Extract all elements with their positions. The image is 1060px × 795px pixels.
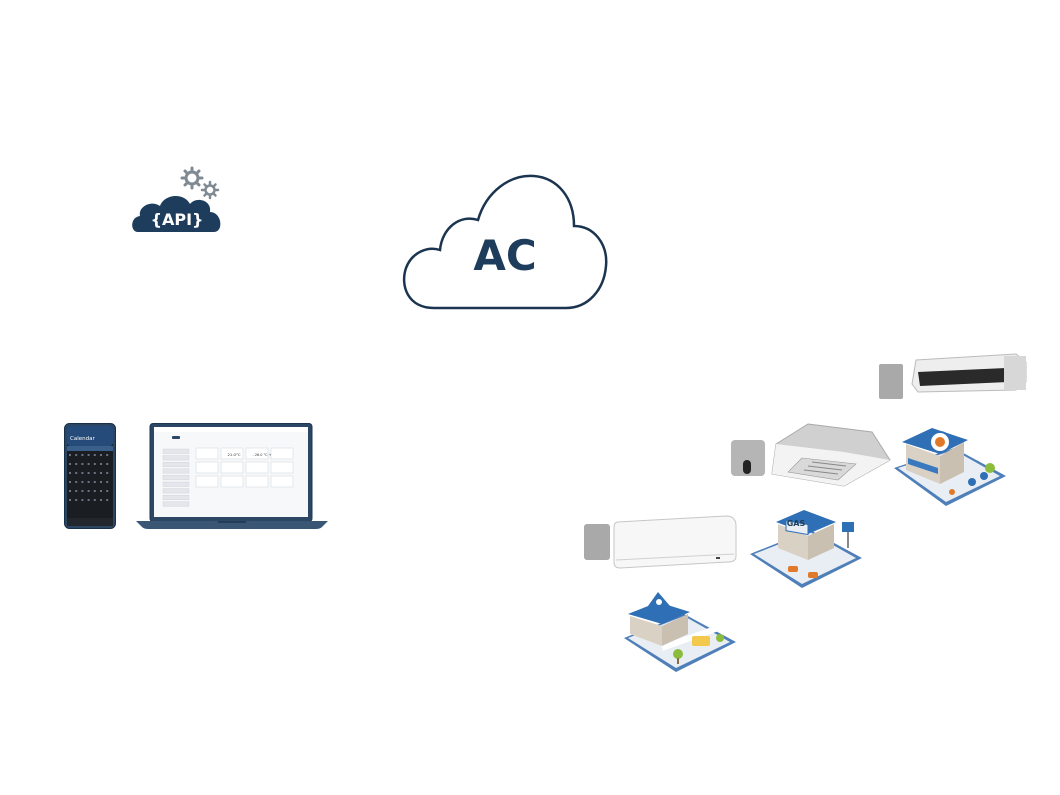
- calendar-day-dot: [93, 472, 96, 474]
- calendar-day-dot: [93, 463, 96, 465]
- cafe-building-icon: [894, 428, 1006, 506]
- ducted-unit-group: [876, 352, 1028, 402]
- cassette-unit-icon: [771, 423, 891, 487]
- calendar-day-dot: [81, 481, 84, 483]
- calendar-day-dot: [69, 499, 71, 501]
- dashboard-card: [245, 475, 269, 488]
- school-building: [622, 588, 738, 674]
- laptop: 21.0°C - 26.0 °C +: [136, 423, 328, 529]
- calendar-day-dot: [100, 463, 102, 465]
- api-badge: {API}: [128, 162, 228, 237]
- calendar-day-dot: [87, 454, 90, 456]
- gas-station-icon: GAS: [750, 510, 862, 588]
- sidebar-row: [162, 462, 190, 467]
- sidebar-row: [162, 448, 190, 454]
- dashboard-card: [195, 447, 219, 460]
- controller-icon: [584, 524, 610, 560]
- calendar-day-dot: [100, 499, 102, 501]
- controller-icon: [731, 440, 765, 476]
- calendar-day-dot: [75, 463, 78, 465]
- dashboard-card: [270, 475, 294, 488]
- sidebar-row: [162, 475, 190, 481]
- calendar-day-dot: [106, 472, 109, 474]
- dashboard-card: [220, 475, 244, 488]
- sidebar-row: [162, 468, 190, 474]
- card-temp-2: - 26.0 °C +: [253, 453, 272, 457]
- calendar-day-dot: [87, 463, 90, 465]
- calendar-day-dot: [106, 499, 109, 501]
- calendar-day-dot: [75, 499, 78, 501]
- calendar-day-dot: [100, 454, 102, 456]
- card-temp-1: 21.0°C: [227, 452, 240, 457]
- dashboard-card: [270, 447, 294, 460]
- dashboard-card: [220, 461, 244, 474]
- calendar-day-dot: [106, 490, 109, 492]
- calendar-day-dot: [69, 490, 71, 492]
- cloud-icon: AC: [402, 174, 608, 310]
- calendar-day-dot: [93, 481, 96, 483]
- dashboard-card: [245, 461, 269, 474]
- calendar-day-dot: [106, 481, 109, 483]
- smartphone-icon: Calendar: [64, 423, 116, 529]
- smartphone: Calendar: [64, 423, 116, 529]
- gear-icon: [180, 166, 220, 200]
- calendar-day-dot: [87, 481, 90, 483]
- controller-icon: [879, 364, 903, 399]
- gas-station: GAS: [748, 504, 864, 590]
- calendar-day-dot: [69, 454, 71, 456]
- calendar-day-dot: [87, 472, 90, 474]
- calendar-day-dot: [81, 499, 84, 501]
- wall-split-group: [580, 512, 740, 572]
- calendar-day-dot: [87, 499, 90, 501]
- sidebar-row: [162, 455, 190, 461]
- calendar-day-dot: [75, 490, 78, 492]
- calendar-day-dot: [93, 499, 96, 501]
- calendar-day-dot: [81, 490, 84, 492]
- calendar-day-dot: [75, 481, 78, 483]
- calendar-day-dot: [69, 481, 71, 483]
- cassette-unit-group: [728, 420, 892, 492]
- sidebar-row: [162, 481, 190, 487]
- calendar-day-dot: [81, 472, 84, 474]
- sidebar-row: [162, 488, 190, 494]
- calendar-day-dot: [81, 454, 84, 456]
- app-title: Calendar: [70, 436, 95, 442]
- ducted-unit-icon: [911, 353, 1027, 393]
- dashboard-card: [270, 461, 294, 474]
- laptop-icon: 21.0°C - 26.0 °C +: [136, 423, 328, 529]
- calendar-day-dot: [81, 463, 84, 465]
- ac-label: AC: [473, 231, 536, 280]
- calendar-day-dot: [106, 454, 109, 456]
- api-cloud-icon: {API}: [132, 166, 221, 232]
- cafe-building: [892, 418, 1008, 510]
- calendar-day-dot: [100, 490, 102, 492]
- calendar-day-dot: [93, 490, 96, 492]
- wall-split-unit-icon: [613, 515, 737, 569]
- calendar-day-dot: [69, 463, 71, 465]
- calendar-day-dot: [87, 490, 90, 492]
- school-building-icon: [624, 592, 736, 672]
- dashboard-card: [195, 475, 219, 488]
- calendar-day-dot: [100, 481, 102, 483]
- dashboard-card: [195, 461, 219, 474]
- calendar-day-dot: [106, 463, 109, 465]
- calendar-day-dot: [69, 472, 71, 474]
- sidebar-row: [162, 494, 190, 500]
- api-label: {API}: [151, 210, 204, 229]
- gas-sign: GAS: [787, 519, 806, 528]
- ac-cloud: AC: [398, 168, 612, 314]
- sidebar-row: [162, 501, 190, 507]
- dashboard-card: [245, 447, 269, 460]
- calendar-day-dot: [75, 472, 78, 474]
- dashboard-card: [220, 447, 244, 460]
- calendar-day-dot: [100, 472, 102, 474]
- calendar-day-dot: [93, 454, 96, 456]
- calendar-day-dot: [75, 454, 78, 456]
